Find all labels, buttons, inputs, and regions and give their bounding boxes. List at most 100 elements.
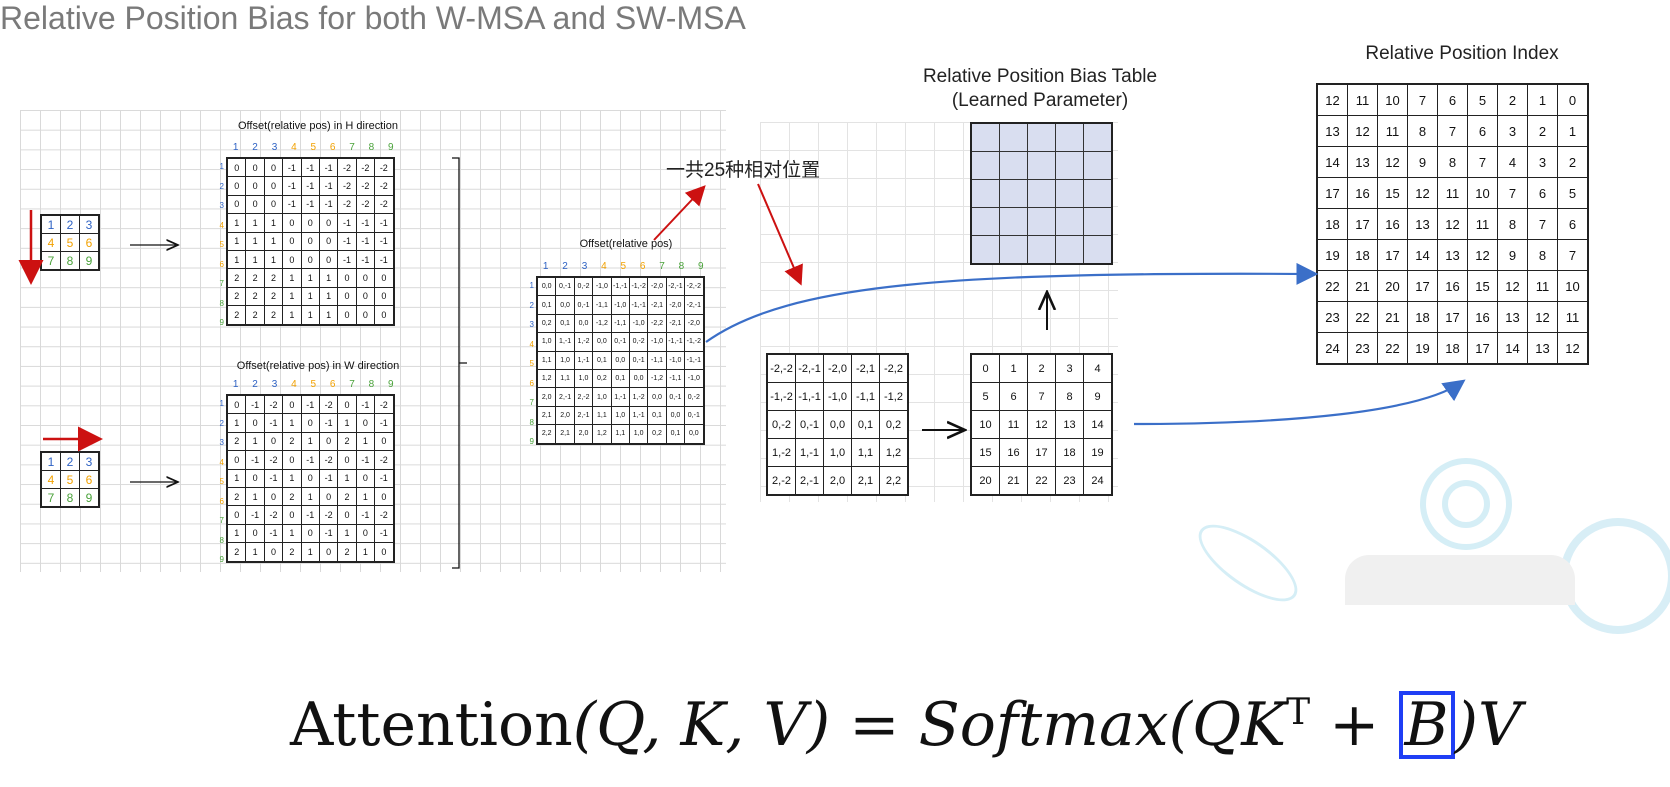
col-header-label: 1 xyxy=(232,142,239,153)
matrix-cell: 0 xyxy=(374,542,395,563)
col-header-label: 2 xyxy=(252,142,258,153)
rel-index-cell: 18 xyxy=(1347,239,1378,271)
pair-cell: 1,1 xyxy=(851,438,880,467)
bias-cell xyxy=(1083,179,1113,208)
matrix-cell: 2 xyxy=(226,305,247,326)
rel-index-cell: 12 xyxy=(1527,301,1558,333)
row-header-label: 9 xyxy=(529,437,534,446)
matrix-cell: -2 xyxy=(374,176,395,196)
window-cell: 6 xyxy=(79,233,100,252)
rel-index-cell: 1 xyxy=(1527,83,1558,116)
rel-index-cell: 23 xyxy=(1316,301,1348,333)
row-header-label: 1 xyxy=(219,399,224,408)
red-arrow-from-note xyxy=(757,183,803,286)
bias-cell xyxy=(1083,151,1113,180)
pair-cell: 0,1 xyxy=(851,410,880,439)
row-header-label: 7 xyxy=(219,516,224,525)
row-header-label: 6 xyxy=(529,378,534,388)
col-header-label: 2 xyxy=(562,261,568,272)
rel-index-cell: 17 xyxy=(1316,177,1348,209)
window-cell: 5 xyxy=(60,470,80,489)
attention-formula: Attention(Q, K, V) = Softmax(QKT + B)V xyxy=(290,690,1521,760)
row-header-label: 8 xyxy=(219,535,224,545)
bias-cell xyxy=(1055,122,1084,152)
red-arrow-to-note xyxy=(653,185,706,241)
row-header-label: 2 xyxy=(219,418,224,428)
rel-index-cell: 8 xyxy=(1497,208,1528,240)
rel-index-cell: 16 xyxy=(1377,208,1408,240)
col-header-label: 6 xyxy=(329,142,336,153)
window-cell: 3 xyxy=(79,214,100,234)
bias-cell xyxy=(1027,151,1056,180)
rel-index-cell: 2 xyxy=(1557,146,1589,178)
rel-index-cell: 16 xyxy=(1467,301,1498,333)
index-cell: 17 xyxy=(1027,438,1056,467)
col-header-label: 8 xyxy=(678,261,685,272)
blue-curve-offset-to-index xyxy=(705,262,1319,343)
matrix-cell: 0,1 xyxy=(665,424,686,445)
row-header-label: 3 xyxy=(219,438,224,447)
matrix-cell: 0 xyxy=(374,286,395,307)
matrix-cell: 0 xyxy=(263,542,284,563)
slide-title: Relative Position Bias for both W-MSA an… xyxy=(0,0,746,36)
bias-cell xyxy=(1083,235,1113,265)
rel-index-cell: 11 xyxy=(1347,83,1378,116)
formula-args: (Q, K, V) = Softmax(QK xyxy=(572,690,1287,760)
rel-index-cell: 7 xyxy=(1527,208,1558,240)
index-cell: 23 xyxy=(1055,466,1084,496)
col-header-label: 3 xyxy=(271,379,278,390)
rel-index-cell: 17 xyxy=(1407,270,1438,302)
matrix-cell: 0 xyxy=(374,305,395,326)
matrix-cell: 1 xyxy=(318,286,339,307)
row-header-label: 5 xyxy=(219,477,224,486)
col-header-label: 1 xyxy=(542,261,549,272)
formula-bias-term: B xyxy=(1398,691,1455,759)
col-header-label: 7 xyxy=(659,261,665,272)
index-cell: 16 xyxy=(999,438,1028,467)
rel-index-cell: 5 xyxy=(1467,83,1498,116)
bias-cell xyxy=(1055,235,1084,265)
rel-index-cell: 6 xyxy=(1467,115,1498,147)
bias-cell xyxy=(1055,151,1084,180)
matrix-cell: 0 xyxy=(374,486,395,507)
matrix-cell: -1 xyxy=(374,523,395,544)
pair-cell: 2,2 xyxy=(879,466,909,496)
rel-index-cell: 12 xyxy=(1377,146,1408,178)
rel-index-cell: 6 xyxy=(1437,83,1468,116)
row-header-label: 3 xyxy=(529,320,534,329)
brace xyxy=(452,157,467,569)
rel-index-cell: 17 xyxy=(1437,301,1468,333)
window-cell: 6 xyxy=(79,470,100,489)
matrix-cell: 1,-1 xyxy=(628,405,649,426)
bias-cell xyxy=(970,179,1000,208)
col-header-label: 3 xyxy=(581,261,588,272)
index-cell: 5 xyxy=(970,382,1000,411)
row-header-label: 4 xyxy=(219,457,224,467)
rel-index-cell: 7 xyxy=(1557,239,1589,271)
rel-index-caption: Relative Position Index xyxy=(1365,43,1559,64)
bias-cell xyxy=(999,151,1028,180)
rel-index-cell: 5 xyxy=(1557,177,1589,209)
formula-plus: + xyxy=(1310,690,1399,760)
note-25-positions: 一共25种相对位置 xyxy=(666,160,821,181)
col-header-label: 4 xyxy=(291,142,297,153)
row-header-label: 6 xyxy=(219,496,224,506)
pair-cell: 1,-2 xyxy=(766,438,796,467)
col-header-label: 7 xyxy=(349,379,355,390)
bias-cell xyxy=(1027,235,1056,265)
blue-curve-flat-to-index xyxy=(1133,379,1466,426)
rel-index-cell: 19 xyxy=(1407,332,1438,365)
col-header-label: 8 xyxy=(368,379,375,390)
rel-index-cell: 13 xyxy=(1316,115,1348,147)
